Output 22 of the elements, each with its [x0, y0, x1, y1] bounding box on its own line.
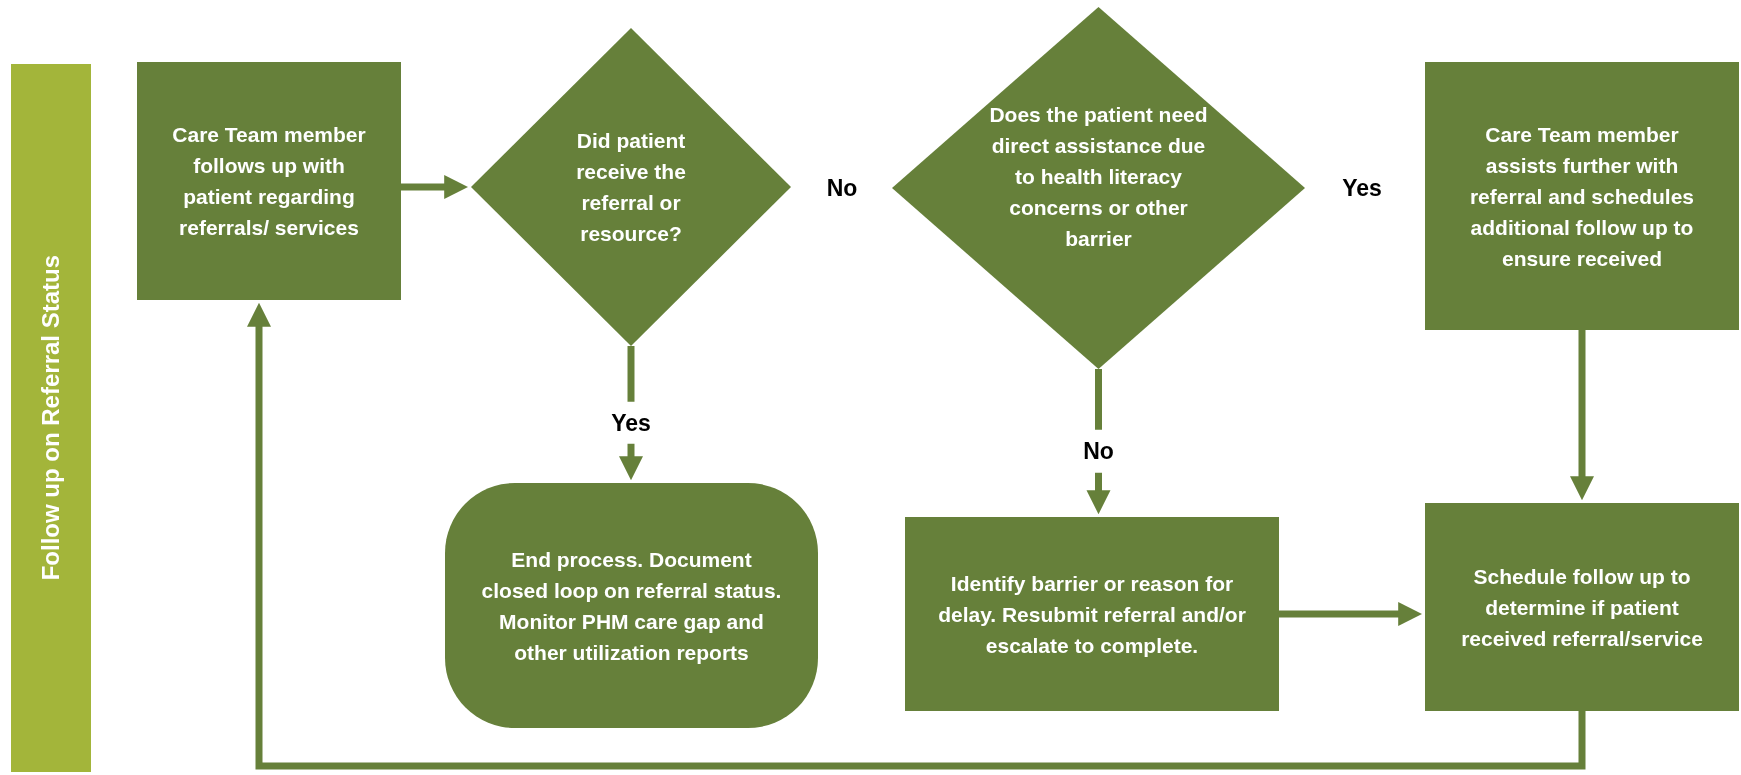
node-text: End process. Document closed loop on referral status. Monitor PHM care gap and other utilization reports [480, 546, 783, 666]
node-text: Identify barrier or reason for delay. Resubmit referral and/or escalate to complete. [937, 570, 1247, 659]
terminal-box [445, 483, 818, 728]
node-text: Care Team member assists further with referral and schedules additional follow up to ensure received [1468, 121, 1696, 272]
branch-label: Yes [1342, 173, 1382, 203]
node-text: Care Team member follows up with patient regarding referrals/ services [171, 122, 367, 241]
lane-band [11, 64, 91, 772]
arrow [247, 302, 1586, 770]
node-text: Did patient receive the referral or resource? [575, 128, 687, 247]
process-box [1425, 503, 1739, 711]
arrow [1570, 330, 1594, 501]
node-text: Does the patient need direct assistance due to health literacy concerns or other barrier [988, 101, 1209, 252]
node-text: Schedule follow up to determine if patient received referral/service [1460, 563, 1704, 652]
process-box [905, 517, 1279, 711]
decision-diamond [471, 28, 791, 346]
arrow [1279, 602, 1423, 626]
branch-label: No [826, 173, 858, 203]
lane-title: Follow up on Referral Status [36, 255, 65, 581]
process-box [137, 62, 401, 300]
decision-diamond [892, 7, 1305, 369]
arrow [401, 175, 469, 199]
process-box [1425, 62, 1739, 330]
